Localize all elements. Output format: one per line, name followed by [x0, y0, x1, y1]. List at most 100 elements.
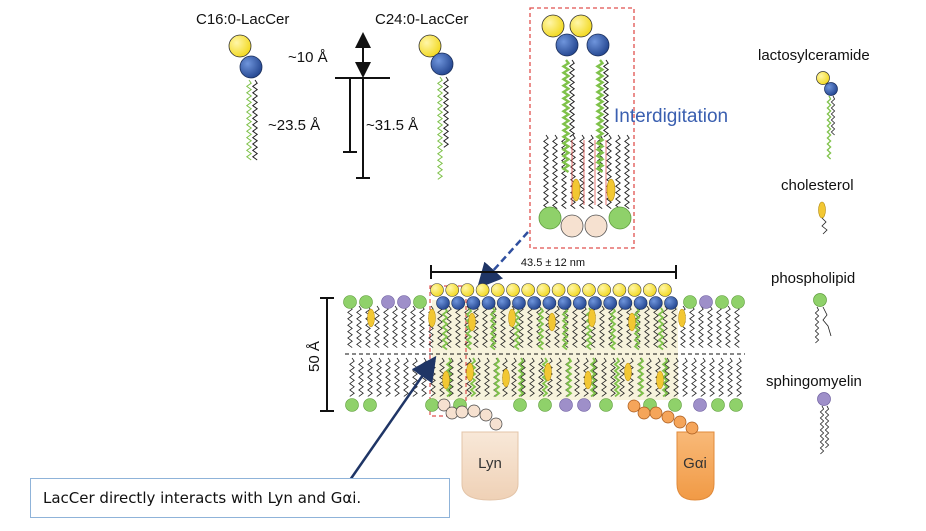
lactose-head	[536, 283, 551, 297]
legend-cholesterol-icon	[818, 201, 828, 235]
upper-tail	[419, 305, 425, 348]
raft-green-tail	[537, 307, 545, 351]
gai-protein	[676, 431, 715, 501]
green-acyl-tail	[245, 79, 253, 161]
raft-green-tail	[585, 307, 593, 351]
cholesterol	[442, 370, 450, 390]
legend-sphingomyelin-icon	[817, 392, 831, 455]
gai-anchor-bead	[673, 415, 687, 429]
phospholipid-head	[343, 295, 357, 309]
lyn-anchor-bead	[437, 398, 451, 412]
ceramide-head	[648, 296, 663, 310]
raft-green-tail	[517, 357, 525, 398]
gai-anchor-bead	[637, 406, 651, 420]
phospholipid-head	[608, 206, 632, 230]
dimension-10-label: ~10 Å	[288, 49, 328, 66]
callout-box: LacCer directly interacts with Lyn and G…	[30, 478, 450, 518]
callout-arrow	[348, 355, 437, 481]
lactose-head	[430, 283, 444, 297]
sphingomyelin-tail	[824, 405, 830, 449]
lactose-head	[460, 283, 475, 297]
lower-tail	[691, 357, 697, 397]
gai-anchor-bead	[627, 399, 641, 413]
lower-tail	[610, 357, 616, 397]
ceramide-head	[824, 82, 838, 96]
interdigitated-green-tail	[595, 59, 605, 174]
lower-tail	[646, 357, 652, 397]
upper-tail	[500, 305, 506, 348]
lactose-head	[566, 283, 581, 297]
upper-tail	[689, 305, 695, 348]
raft-width-scale	[430, 265, 677, 279]
green-acyl-tail	[436, 76, 444, 180]
lower-tail	[673, 357, 679, 397]
sphingoid-tail	[251, 79, 259, 161]
lactose-head	[569, 14, 593, 38]
lactose-head	[490, 283, 505, 297]
lower-leaflet-tail	[561, 134, 567, 209]
phospholipid-tail	[814, 306, 820, 344]
lactose-head	[816, 71, 830, 85]
raft-green-tail	[609, 307, 617, 351]
upper-tail	[734, 305, 740, 348]
cholesterol	[584, 370, 592, 390]
legend-sphingomyelin-label: sphingomyelin	[766, 373, 862, 390]
cholesterol	[678, 308, 686, 328]
upper-tail	[401, 305, 407, 348]
lower-tail	[583, 357, 589, 397]
lactose-head	[228, 34, 252, 58]
gai-anchor-bead	[649, 406, 663, 420]
lactose-head	[582, 283, 596, 297]
raft-green-tail	[633, 307, 641, 351]
raft-green-tail	[565, 357, 573, 398]
ceramide-head	[430, 52, 454, 76]
ceramide-head	[618, 296, 633, 310]
lower-tail	[394, 357, 400, 397]
ceramide-head	[588, 296, 602, 310]
lower-tail	[556, 357, 562, 397]
upper-tail	[437, 305, 443, 348]
lower-tail	[511, 357, 517, 397]
dimension-markers	[335, 32, 390, 179]
upper-tail	[662, 305, 668, 348]
cholesterol	[624, 362, 632, 382]
protein-anchors	[437, 398, 699, 435]
raft-green-tail	[657, 307, 665, 351]
ceramide-head	[664, 296, 678, 310]
lower-tail	[520, 357, 526, 397]
lower-tail	[664, 357, 670, 397]
cholesterol	[571, 178, 581, 202]
cholesterol	[468, 312, 476, 332]
lower-leaflet-tail	[615, 134, 621, 209]
lower-tail	[574, 357, 580, 397]
upper-tail	[671, 305, 677, 348]
sphingomyelin-head	[381, 295, 395, 309]
lactose-head	[642, 283, 657, 297]
lyn-anchor-bead	[455, 405, 469, 419]
phospholipid-head	[683, 295, 697, 309]
lactose-head	[541, 14, 565, 38]
phospholipid-head	[363, 398, 377, 412]
sphingoid-tail	[830, 95, 836, 136]
phospholipid-head	[538, 206, 562, 230]
cholesterol-ring	[818, 201, 826, 219]
ceramide-head	[557, 296, 572, 310]
upper-tail	[617, 305, 623, 348]
cholesterol	[544, 362, 552, 382]
lactose-head	[597, 283, 612, 297]
lower-tail	[484, 357, 490, 397]
legend-phospholipid-icon	[813, 293, 832, 344]
phospholipid-head	[413, 295, 427, 309]
lower-tail	[403, 357, 409, 397]
cholesterol	[606, 178, 616, 202]
ceramide-head	[555, 33, 579, 57]
membrane-bilayer	[343, 283, 745, 412]
upper-tail	[698, 305, 704, 348]
lactose-head	[445, 283, 460, 297]
ceramide-head	[496, 296, 511, 310]
lyn-protein	[461, 431, 519, 501]
ceramide-head	[586, 33, 610, 57]
upper-tail	[644, 305, 650, 348]
phospholipid-head	[813, 293, 827, 307]
